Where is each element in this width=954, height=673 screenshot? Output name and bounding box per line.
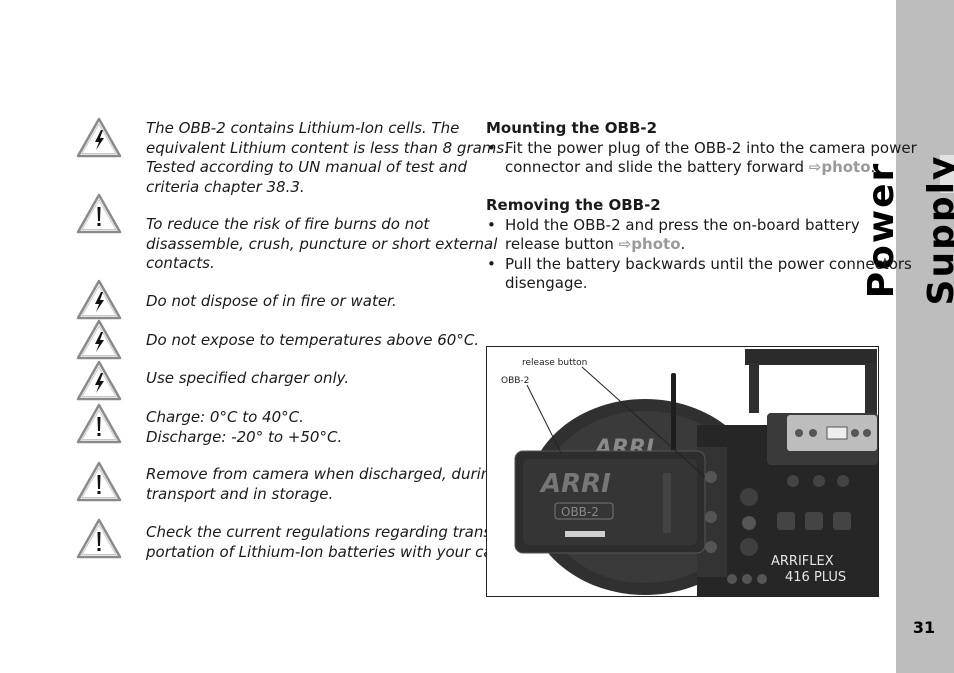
- removing-section: Removing the OBB-2 • Hold the OBB-2 and …: [486, 196, 912, 294]
- obb2-callout-line: [526, 384, 562, 454]
- warning-charge-discharge: Charge: 0°C to 40°C. Discharge: -20° to …: [146, 408, 343, 446]
- sidebar-tab-marker: [940, 155, 954, 193]
- warning-temperature: Do not expose to temperatures above 60°C…: [146, 331, 480, 349]
- lightning-warning-icon: [76, 360, 122, 401]
- warning-regulations: Check the current regulations regarding …: [146, 523, 528, 561]
- obb2-label: OBB-2: [501, 376, 529, 386]
- warning-charger: Use specified charger only.: [146, 369, 350, 387]
- warning-remove-camera: Remove from camera when discharged, duri…: [146, 465, 500, 503]
- page-number: 31: [912, 618, 936, 637]
- exclamation-warning-icon: [76, 193, 122, 234]
- removing-heading: Removing the OBB-2: [486, 196, 661, 214]
- lightning-warning-icon: [76, 279, 122, 320]
- warning-dispose-fire: Do not dispose of in fire or water.: [146, 292, 397, 310]
- photo-reference-link[interactable]: ⇨photo: [618, 235, 681, 253]
- bullet-dot: •: [487, 215, 496, 234]
- mounting-section: Mounting the OBB-2 • Fit the power plug …: [486, 119, 917, 178]
- arrow-right-icon: ⇨: [618, 235, 632, 253]
- release-button-callout-line: [581, 366, 706, 478]
- exclamation-warning-icon: [76, 403, 122, 444]
- removing-step-2: • Pull the battery backwards until the p…: [487, 254, 912, 293]
- camera-photo: ARRI ARRI OBB-2 ARRIFLEX: [486, 346, 879, 597]
- bullet-dot: •: [487, 254, 496, 273]
- release-button-label: release button: [522, 358, 587, 368]
- battery-name-text: OBB-2: [561, 505, 599, 519]
- exclamation-warning-icon: [76, 518, 122, 559]
- bullet-dot: •: [487, 138, 496, 157]
- battery-brand-text: ARRI: [539, 469, 611, 499]
- sidebar-band: [896, 0, 954, 673]
- lightning-warning-icon: [76, 319, 122, 360]
- mounting-step: • Fit the power plug of the OBB-2 into t…: [487, 138, 917, 177]
- camera-model-line2: 416 PLUS: [785, 570, 846, 585]
- lightning-warning-icon: [76, 117, 122, 158]
- exclamation-warning-icon: [76, 461, 122, 502]
- warning-lithium-content: The OBB-2 contains Lithium-Ion cells. Th…: [146, 119, 509, 196]
- mounting-heading: Mounting the OBB-2: [486, 119, 658, 137]
- camera-illustration: ARRI ARRI OBB-2 ARRIFLEX: [501, 349, 878, 596]
- camera-model-line1: ARRIFLEX: [771, 554, 834, 569]
- warning-fire-risk: To reduce the risk of fire burns do not …: [146, 215, 498, 272]
- removing-step-1: • Hold the OBB-2 and press the on-board …: [487, 215, 860, 254]
- photo-reference-link[interactable]: ⇨photo: [808, 158, 871, 176]
- arrow-right-icon: ⇨: [808, 158, 822, 176]
